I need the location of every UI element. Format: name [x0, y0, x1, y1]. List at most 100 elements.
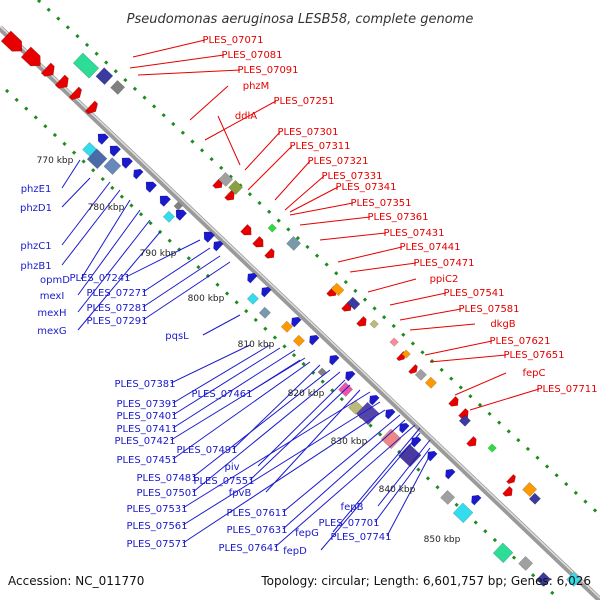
gene-feature — [317, 367, 327, 377]
gene-label-top: PLES_07321 — [307, 156, 368, 167]
gene-feature — [280, 320, 293, 333]
gene-feature — [348, 400, 364, 415]
gene-label-top: PLES_07651 — [503, 350, 564, 361]
gene-feature — [385, 408, 396, 420]
leader-line-top — [319, 232, 387, 241]
gene-feature — [40, 62, 55, 77]
gene-feature — [506, 474, 516, 484]
gene-features — [0, 30, 582, 587]
gene-feature — [267, 223, 277, 233]
leader-line-bottom — [170, 357, 306, 441]
gene-label-bottom: mexI — [40, 291, 65, 302]
gene-feature — [292, 334, 305, 347]
tick-label: 790 kbp — [140, 249, 177, 259]
leader-line-bottom — [257, 379, 346, 467]
gene-feature — [401, 349, 411, 359]
gene-feature — [330, 282, 345, 297]
gene-label-top: PLES_07251 — [273, 96, 334, 107]
gene-label-bottom: PLES_07411 — [116, 424, 177, 435]
leader-line-bottom — [172, 344, 271, 404]
gene-label-bottom: PLES_07561 — [126, 521, 187, 532]
gene-label-bottom: PLES_07631 — [226, 525, 287, 536]
gene-label-top: PLES_07301 — [277, 127, 338, 138]
leader-line-top — [204, 100, 277, 141]
gene-feature — [448, 396, 459, 407]
leader-line-bottom — [182, 409, 386, 544]
tick-label: 770 kbp — [37, 156, 74, 166]
gene-label-bottom: PLES_07461 — [191, 389, 252, 400]
leader-line-bottom — [172, 349, 296, 429]
leader-line-top — [132, 39, 206, 58]
leader-line-bottom — [172, 347, 281, 416]
gene-feature — [133, 168, 144, 180]
gene-label-bottom: fepG — [295, 528, 319, 539]
gene-feature — [86, 148, 108, 170]
gene-label-bottom: PLES_07641 — [218, 543, 279, 554]
gene-feature — [566, 572, 582, 587]
tick-label: 810 kbp — [238, 340, 275, 350]
gene-label-top: ddlA — [235, 111, 257, 122]
leader-line-top — [137, 69, 241, 76]
gene-feature — [452, 502, 474, 524]
gene-label-bottom: mexG — [37, 326, 66, 337]
tick-label: 780 kbp — [88, 203, 125, 213]
gene-feature — [68, 86, 83, 101]
leader-line-top — [399, 308, 462, 321]
gene-feature — [492, 542, 514, 564]
guide-line-inner — [4, 88, 562, 600]
gene-feature — [252, 236, 264, 248]
gene-label-top: PLES_07471 — [413, 258, 474, 269]
leader-line-bottom — [265, 389, 361, 493]
gene-feature — [240, 224, 252, 236]
gene-feature — [159, 195, 172, 207]
tick-label: 830 kbp — [331, 437, 368, 447]
gene-feature — [84, 100, 99, 115]
gene-feature — [291, 316, 302, 328]
gene-label-bottom: PLES_07291 — [86, 316, 147, 327]
leader-line-bottom — [142, 247, 211, 293]
gene-feature — [398, 443, 422, 468]
leader-line-bottom — [377, 439, 431, 507]
gene-feature — [458, 414, 471, 427]
gene-feature — [440, 490, 456, 505]
gene-label-top: PLES_07711 — [536, 384, 597, 395]
gene-feature — [97, 133, 110, 145]
leader-line-bottom — [77, 231, 161, 331]
leader-line-top — [284, 175, 325, 211]
gene-feature — [424, 376, 437, 389]
gene-label-bottom: PLES_07421 — [114, 436, 175, 447]
leader-line-top — [454, 372, 507, 396]
leader-line-top — [367, 278, 417, 293]
gene-feature — [389, 337, 399, 347]
leader-line-top — [244, 131, 281, 171]
leader-line-bottom — [249, 384, 351, 481]
gene-feature — [72, 52, 100, 79]
gene-feature — [109, 145, 122, 157]
gene-feature — [203, 231, 216, 243]
leader-line-bottom — [202, 314, 241, 336]
gene-feature — [466, 436, 477, 447]
gene-label-bottom: PLES_07501 — [136, 488, 197, 499]
leader-line-bottom — [125, 239, 201, 278]
leader-line-bottom — [192, 369, 331, 478]
leader-line-top — [389, 292, 447, 306]
leader-line-bottom — [142, 255, 221, 308]
gene-label-top: fepC — [522, 368, 545, 379]
leader-line-top — [247, 145, 293, 191]
gene-feature — [356, 401, 380, 426]
gene-feature — [264, 248, 275, 259]
gene-label-bottom: phzB1 — [20, 261, 51, 272]
gene-label-bottom: mexH — [37, 308, 66, 319]
gene-label-bottom: PLES_07741 — [330, 532, 391, 543]
gene-label-top: PLES_07441 — [399, 242, 460, 253]
leader-line-bottom — [182, 391, 371, 509]
gene-label-top: PLES_07071 — [202, 35, 263, 46]
leader-line-bottom — [77, 219, 151, 313]
genome-backbone-highlight — [0, 25, 600, 599]
leader-line-top — [299, 216, 371, 226]
genome-summary-text: Topology: circular; Length: 6,601,757 bp… — [260, 574, 591, 588]
gene-label-bottom: phzE1 — [21, 184, 52, 195]
gene-label-top: PLES_07341 — [335, 182, 396, 193]
gene-feature — [258, 306, 271, 319]
